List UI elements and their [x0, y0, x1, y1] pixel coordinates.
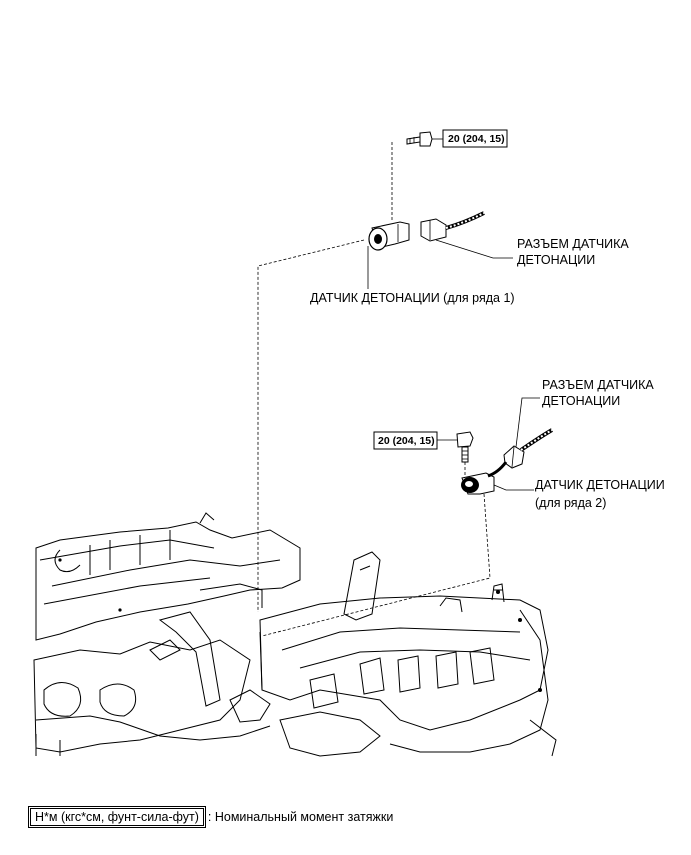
sensor-label-2-line-1: ДАТЧИК ДЕТОНАЦИИ: [535, 478, 665, 492]
torque-value-top: 20 (204, 15): [448, 133, 505, 145]
torque-box-top: 20 (204, 15): [442, 129, 508, 148]
engine-block-drawing: [33, 512, 557, 757]
knock-sensor-bank-1: [368, 221, 410, 251]
connector-label-2-line-1: РАЗЪЕМ ДАТЧИКА: [542, 378, 654, 392]
torque-unit-box: Н*м (кгс*см, фунт-сила-фут): [30, 808, 204, 826]
torque-value-bottom: 20 (204, 15): [378, 435, 435, 447]
bolt-bank-1: [406, 131, 433, 147]
connector-bank-1: [420, 211, 485, 242]
engine-detail-marks: [58, 558, 542, 692]
connector-bank-2: [487, 428, 554, 478]
knock-sensor-bank-2: [461, 472, 495, 495]
connector-label-1-line-2: ДЕТОНАЦИИ: [517, 253, 595, 267]
legend: Н*м (кгс*см, фунт-сила-фут) : Номинальны…: [28, 808, 393, 826]
torque-legend-text: : Номинальный момент затяжки: [207, 810, 394, 824]
bolt-bank-2: [456, 431, 474, 463]
torque-box-bottom: 20 (204, 15): [373, 431, 438, 450]
connector-label-1-line-1: РАЗЪЕМ ДАТЧИКА: [517, 237, 629, 251]
connector-label-2-line-2: ДЕТОНАЦИИ: [542, 394, 620, 408]
sensor-label-2-line-2: (для ряда 2): [535, 496, 606, 510]
sensor-label-1: ДАТЧИК ДЕТОНАЦИИ (для ряда 1): [310, 291, 515, 305]
